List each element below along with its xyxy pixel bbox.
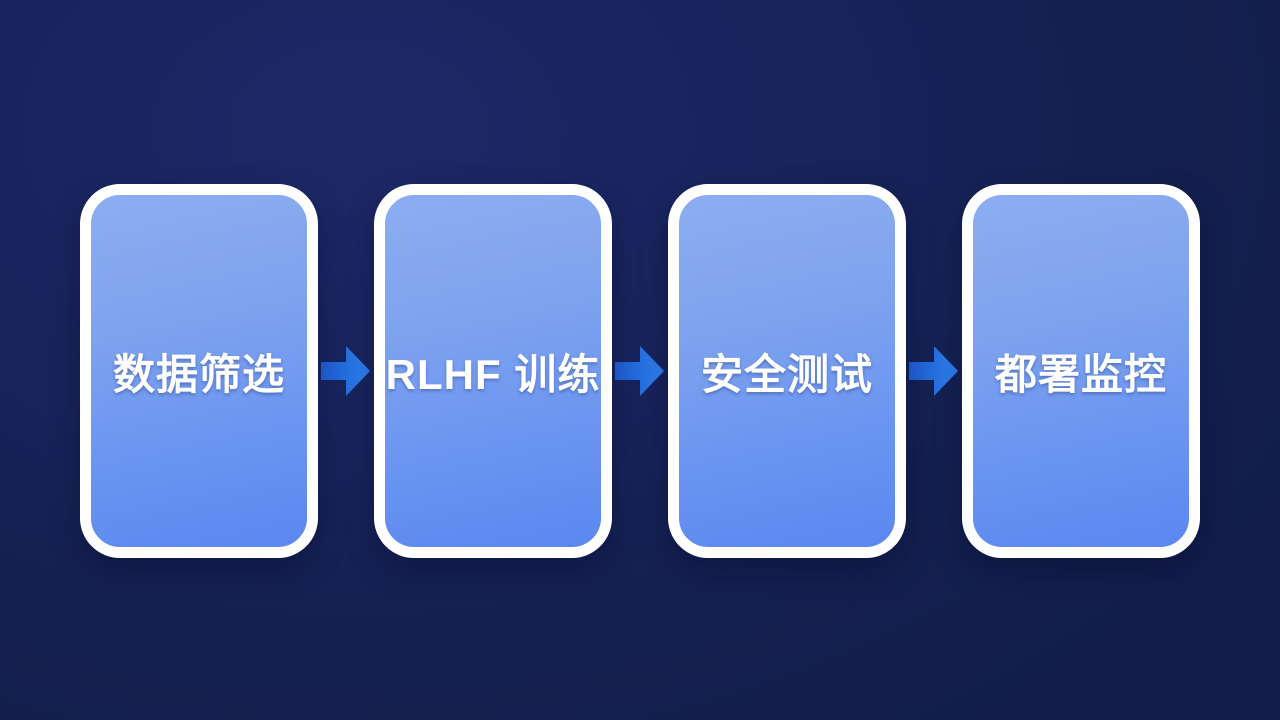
connector-3 — [906, 345, 962, 397]
flow-step-2: RLHF 训练 — [374, 184, 612, 558]
arrow-right-icon — [321, 346, 370, 396]
flow-step-label: 安全测试 — [700, 350, 873, 398]
connector-1 — [318, 345, 374, 397]
flow-row: 数据筛选 RLHF 训练 — [80, 184, 1200, 558]
flow-step-1: 数据筛选 — [80, 184, 318, 558]
connector-2 — [612, 345, 668, 397]
flow-step-label: 数据筛选 — [112, 350, 285, 398]
flow-step-label: RLHF 训练 — [385, 350, 601, 398]
flow-step-4: 都署监控 — [962, 184, 1200, 558]
arrow-right-icon — [909, 346, 958, 396]
flow-step-label: 都署监控 — [994, 350, 1167, 398]
flow-step-3: 安全测试 — [668, 184, 906, 558]
arrow-right-icon — [615, 346, 664, 396]
